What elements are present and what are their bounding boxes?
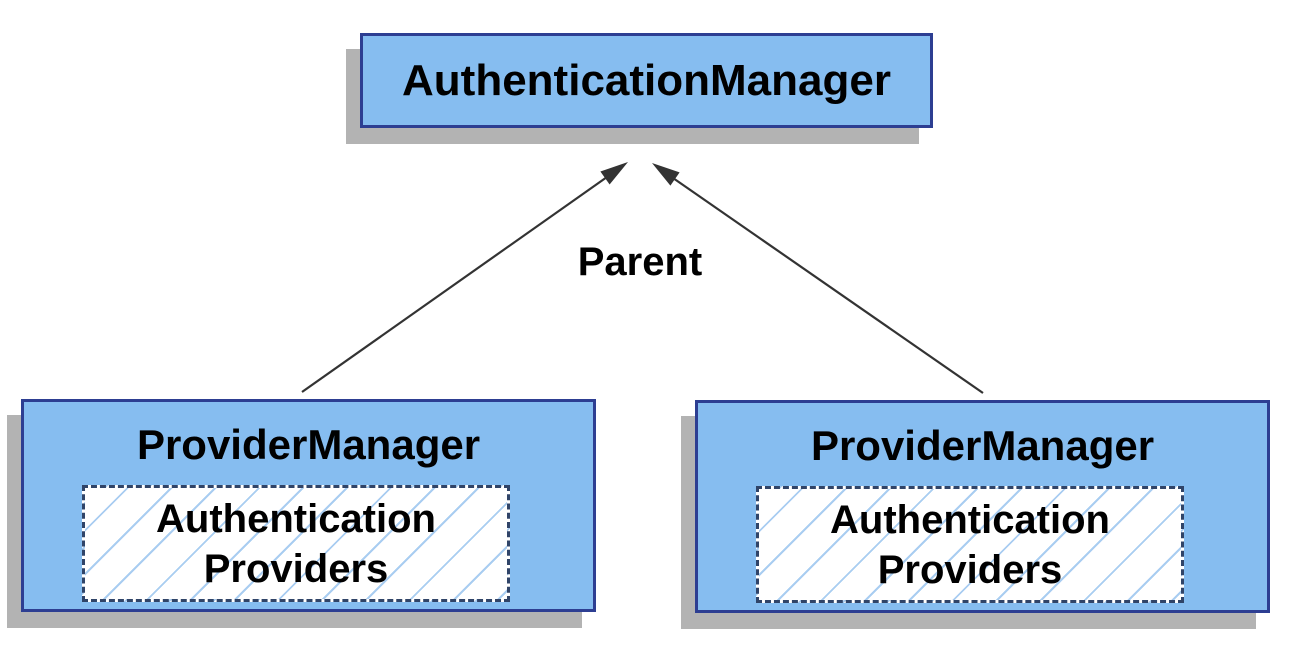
- parent-edge-label: Parent: [577, 240, 703, 284]
- authentication-providers-box-right: Authentication Providers: [756, 486, 1184, 603]
- authentication-manager-box: AuthenticationManager: [360, 33, 933, 128]
- authentication-manager-label: AuthenticationManager: [402, 55, 891, 105]
- authentication-providers-box-left: Authentication Providers: [82, 485, 510, 602]
- provider-manager-box-left: ProviderManager Authentication Providers: [21, 399, 596, 612]
- provider-manager-label-right: ProviderManager: [810, 422, 1155, 469]
- provider-manager-label-left: ProviderManager: [136, 421, 481, 468]
- authentication-providers-label-left: Authentication Providers: [156, 496, 436, 591]
- provider-manager-box-right: ProviderManager Authentication Providers: [695, 400, 1270, 613]
- authentication-providers-label-right: Authentication Providers: [830, 497, 1110, 592]
